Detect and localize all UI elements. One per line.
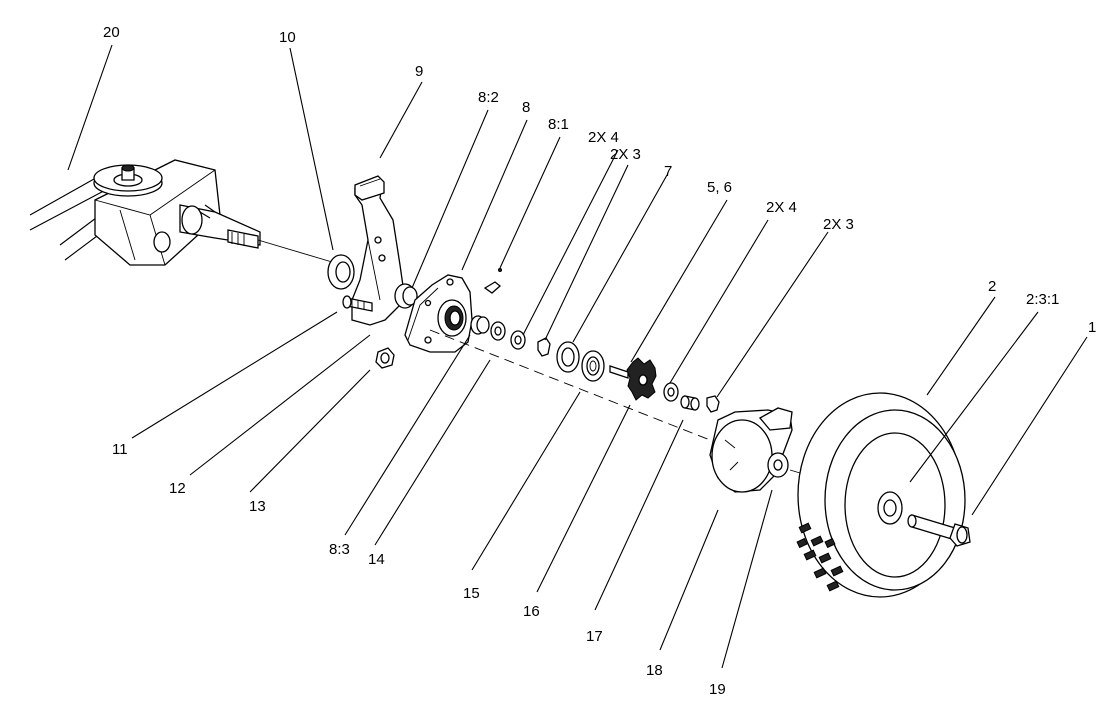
callout-2x3-b: 2X 3 [823,216,854,233]
callout-12: 12 [169,480,186,497]
callout-8-1: 8:1 [548,116,569,133]
callout-2x3-a: 2X 3 [610,146,641,163]
callout-20: 20 [103,24,120,41]
callout-2: 2 [988,278,997,295]
part-11-bolt [342,295,373,312]
part-8-2-bushing [394,283,418,309]
callout-5-6: 5, 6 [707,179,733,196]
part-18-hub-cover [709,407,793,493]
part-9-bracket [351,175,406,326]
callout-2x4-a: 2X 4 [588,129,619,146]
part-8-pivot-plate [404,274,473,353]
callout-11: 11 [112,441,128,458]
washer-2x4-a [490,321,506,341]
callout-1: 1 [1088,319,1097,336]
part-8-1-grease-fitting [483,268,502,294]
callout-8-2: 8:2 [478,89,499,106]
part-16-pinion-gear [626,357,657,401]
callout-18: 18 [646,662,663,679]
callout-8-3: 8:3 [329,541,350,558]
part-7-bearing [556,341,580,373]
leader-lines [67,44,1088,669]
part-10-bushing [327,254,355,290]
callout-8: 8 [522,99,531,116]
callout-2x4-b: 2X 4 [766,199,797,216]
clip-2x3-b [706,395,720,413]
callout-19: 19 [709,681,726,698]
callout-17: 17 [586,628,603,645]
callout-13: 13 [249,498,266,515]
transmission-assembly [29,159,261,266]
callout-9: 9 [415,63,424,80]
wheel-tread [796,522,844,592]
washer-2x4-b [663,382,679,402]
part-15-bearing [581,350,605,382]
callout-14: 14 [368,551,385,568]
part-13-nut [375,347,395,369]
part-1-shoulder-bolt [907,514,971,547]
callout-15: 15 [463,585,480,602]
part-8-3-bushing [470,315,490,335]
part-2-wheel [796,392,966,598]
part-17-spacer [680,395,700,411]
washer-2x4-a2 [510,330,526,350]
callout-7: 7 [664,163,673,180]
callout-10: 10 [279,29,296,46]
part-5-6-pin [609,365,629,379]
callout-16: 16 [523,603,540,620]
clip-2x3-a [537,337,551,357]
callout-2-3-1: 2:3:1 [1026,291,1060,308]
